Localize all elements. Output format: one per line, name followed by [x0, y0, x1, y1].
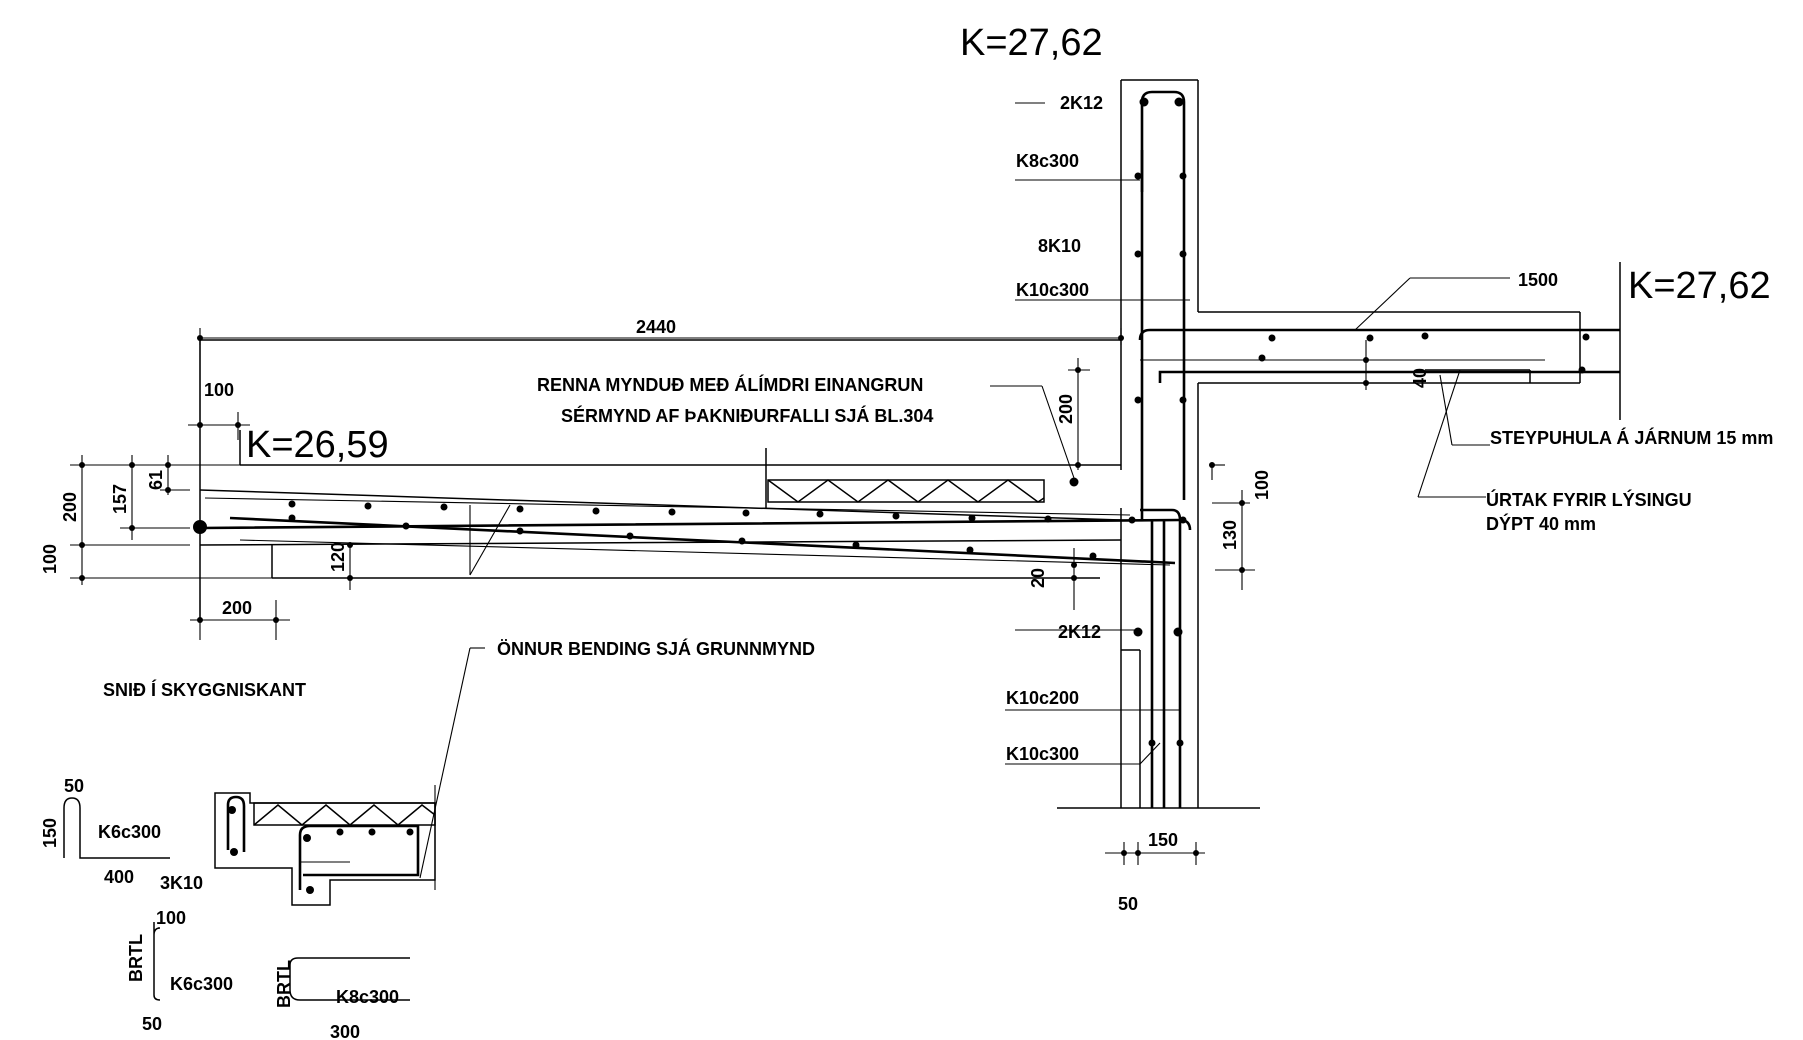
wall-outline — [1057, 79, 1580, 809]
wall-rebar — [1140, 90, 1186, 808]
canopy-rebar-dots — [193, 477, 1187, 560]
dim-200-left: 200 — [60, 492, 80, 522]
stirrup1-top: 50 — [64, 776, 84, 796]
dim-157: 157 — [110, 484, 130, 514]
detail-section — [214, 785, 436, 906]
stirrup3-label: K8c300 — [336, 987, 399, 1007]
dimension-ticks — [79, 335, 1369, 856]
dim-20: 20 — [1028, 568, 1048, 588]
dim-100-left: 100 — [40, 544, 60, 574]
stirrup2-bottom: 50 — [142, 1014, 162, 1034]
stirrup1-len: 400 — [104, 867, 134, 887]
label-bottom-2k12: 2K12 — [1058, 622, 1101, 642]
wall-top-level: K=27,62 — [960, 22, 1103, 64]
dim-130: 130 — [1220, 520, 1240, 550]
label-top-2k12: 2K12 — [1060, 93, 1103, 113]
dim-61: 61 — [146, 470, 166, 490]
dim-100-top: 100 — [204, 380, 234, 400]
note-steypuhula: STEYPUHULA Á JÁRNUM 15 mm — [1490, 427, 1773, 448]
label-k10c300-top: K10c300 — [1016, 280, 1089, 300]
wall-rebar-dots — [1133, 97, 1187, 747]
dim-50-wall: 50 — [1118, 894, 1138, 914]
note-urtak-line1: ÚRTAK FYRIR LÝSINGU — [1486, 489, 1692, 510]
label-k10c300-bottom: K10c300 — [1006, 744, 1079, 764]
stirrup1-height: 150 — [40, 818, 60, 848]
dim-100-right: 100 — [1252, 470, 1272, 500]
note-renna-line1: RENNA MYNDUÐ MEÐ ÁLÍMDRI EINANGRUN — [537, 374, 923, 395]
note-renna-line2: SÉRMYND AF ÞAKNIÐURFALLI SJÁ BL.304 — [561, 405, 933, 426]
canopy-rebar — [199, 497, 1192, 566]
label-k10c200: K10c200 — [1006, 688, 1079, 708]
stirrup2-brtl: BRTL — [126, 934, 146, 982]
stirrup3-len: 300 — [330, 1022, 360, 1040]
dim-200-bottom: 200 — [222, 598, 252, 618]
stirrup3-brtl: BRTL — [274, 960, 294, 1008]
bars-3k10: 3K10 — [160, 873, 203, 893]
canopy-outline — [199, 339, 1122, 620]
stirrup1-label: K6c300 — [98, 822, 161, 842]
label-k8c300-wall: K8c300 — [1016, 151, 1079, 171]
dim-120: 120 — [328, 542, 348, 572]
stirrup2-label: K6c300 — [170, 974, 233, 994]
stirrup-shapes — [63, 797, 410, 1001]
note-onnur-bending: ÖNNUR BENDING SJÁ GRUNNMYND — [497, 638, 815, 659]
note-urtak-line2: DÝPT 40 mm — [1486, 513, 1596, 534]
dim-200-vert-mid: 200 — [1056, 394, 1076, 424]
leader-lines — [419, 102, 1510, 879]
stirrup2-top: 100 — [156, 908, 186, 928]
dim-1500: 1500 — [1518, 270, 1558, 290]
canopy-left-level: K=26,59 — [246, 424, 389, 466]
label-8k10: 8K10 — [1038, 236, 1081, 256]
dim-150-wall: 150 — [1148, 830, 1178, 850]
section-title: SNIÐ Í SKYGGNISKANT — [103, 679, 306, 700]
right-slab — [1138, 262, 1621, 420]
slab-right-level: K=27,62 — [1628, 265, 1771, 307]
insulation-hatch — [767, 479, 1045, 503]
dim-2440: 2440 — [636, 317, 676, 337]
dim-40: 40 — [1410, 368, 1430, 388]
